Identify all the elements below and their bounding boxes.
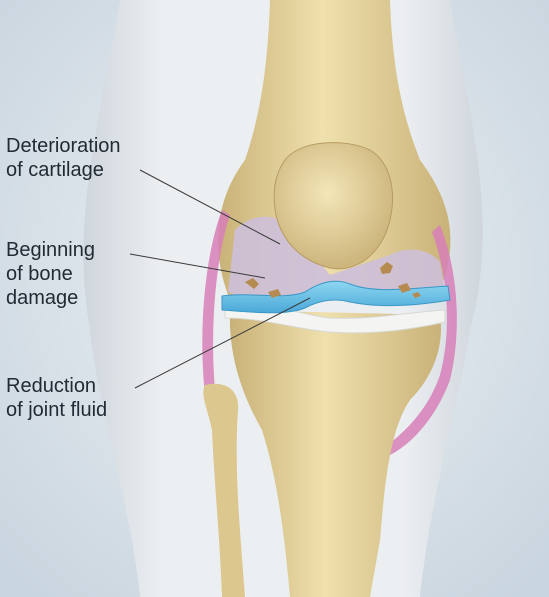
label-joint-fluid: Reduction of joint fluid	[6, 374, 107, 422]
label-cartilage: Deterioration of cartilage	[6, 134, 121, 182]
label-bone-damage: Beginning of bone damage	[6, 238, 95, 310]
